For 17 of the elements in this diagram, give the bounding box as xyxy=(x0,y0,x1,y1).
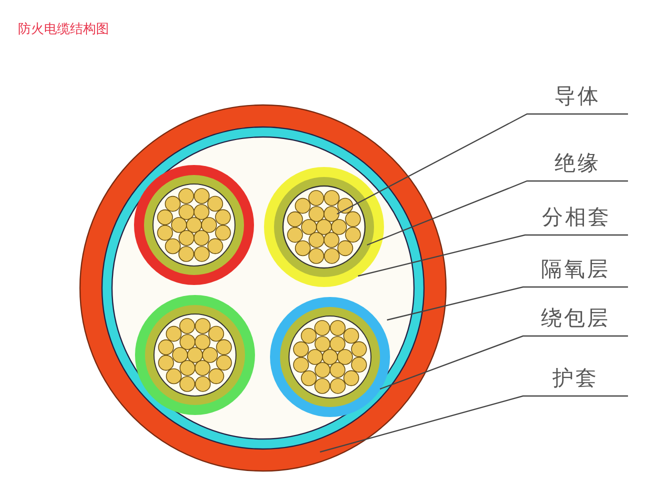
part-label: 绕包层 xyxy=(523,300,628,336)
part-label: 分相套 xyxy=(525,199,628,235)
diagram-title: 防火电缆结构图 xyxy=(18,21,109,38)
leader-line xyxy=(336,113,628,215)
conductor-strands xyxy=(282,185,366,269)
leader-line xyxy=(320,395,628,453)
phase-sheath-ring xyxy=(264,167,384,287)
outer-sheath-ring xyxy=(79,104,447,472)
part-label: 护套 xyxy=(523,360,628,396)
leader-line xyxy=(358,234,628,277)
leader-line xyxy=(366,180,628,246)
part-label: 导体 xyxy=(527,78,628,114)
part-label: 绝缘 xyxy=(527,145,628,181)
leader-line xyxy=(380,335,628,390)
insulation-ring xyxy=(274,177,374,277)
part-label: 隔氧层 xyxy=(523,251,628,287)
leader-line xyxy=(386,286,628,321)
